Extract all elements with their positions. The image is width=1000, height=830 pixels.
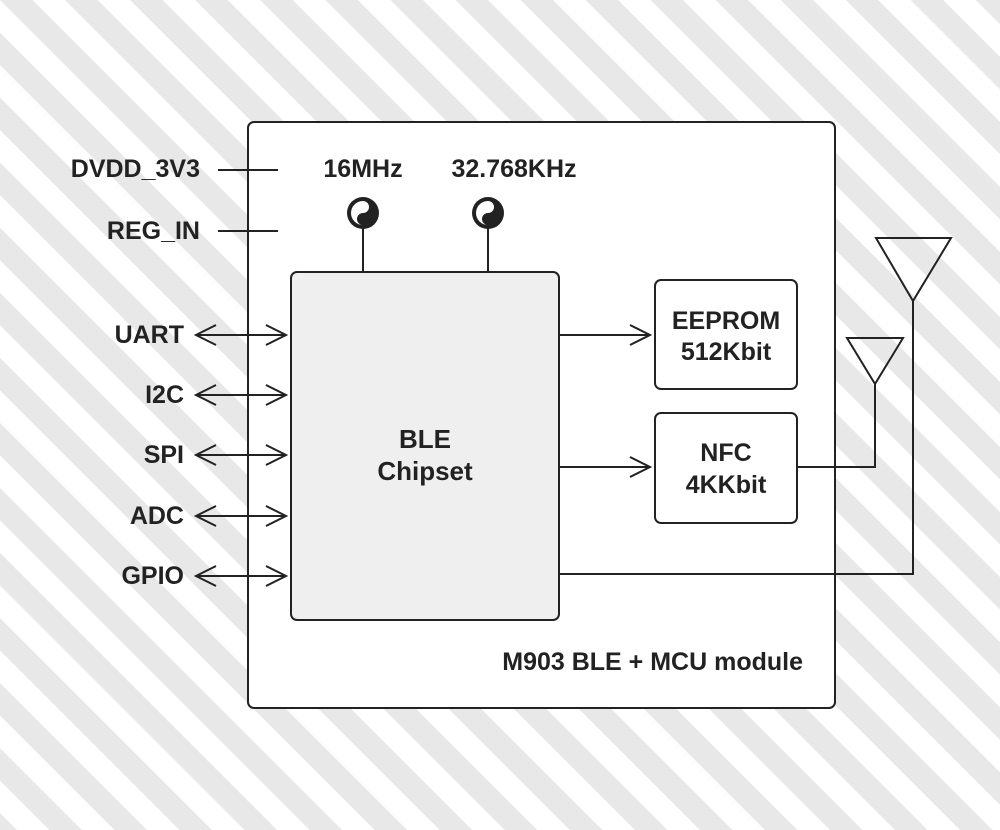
nfc-block bbox=[654, 412, 798, 524]
eeprom-block bbox=[654, 279, 798, 390]
clock-32khz-label: 32.768KHz bbox=[451, 155, 576, 183]
nfc-antenna-icon bbox=[797, 337, 905, 468]
uart-label: UART bbox=[115, 321, 184, 349]
reg-in-label: REG_IN bbox=[107, 217, 200, 245]
crystal-16mhz-icon bbox=[347, 197, 379, 272]
chipset-line1: BLE bbox=[399, 424, 451, 454]
module-label: M903 BLE + MCU module bbox=[502, 648, 803, 676]
eeprom-line2: 512Kbit bbox=[681, 338, 772, 366]
ble-antenna-icon bbox=[559, 237, 953, 575]
chipset-line2: Chipset bbox=[377, 456, 473, 486]
eeprom-line1: EEPROM bbox=[672, 307, 780, 335]
dvdd-label: DVDD_3V3 bbox=[71, 155, 200, 183]
crystal-32khz-icon bbox=[472, 197, 504, 272]
gpio-label: GPIO bbox=[121, 562, 184, 590]
adc-label: ADC bbox=[130, 502, 184, 530]
nfc-line2: 4KKbit bbox=[686, 471, 767, 499]
ble-chipset-block bbox=[290, 271, 560, 621]
clock-16mhz-label: 16MHz bbox=[323, 155, 402, 183]
i2c-label: I2C bbox=[145, 381, 184, 409]
nfc-line1: NFC bbox=[700, 439, 751, 467]
spi-label: SPI bbox=[144, 441, 184, 469]
